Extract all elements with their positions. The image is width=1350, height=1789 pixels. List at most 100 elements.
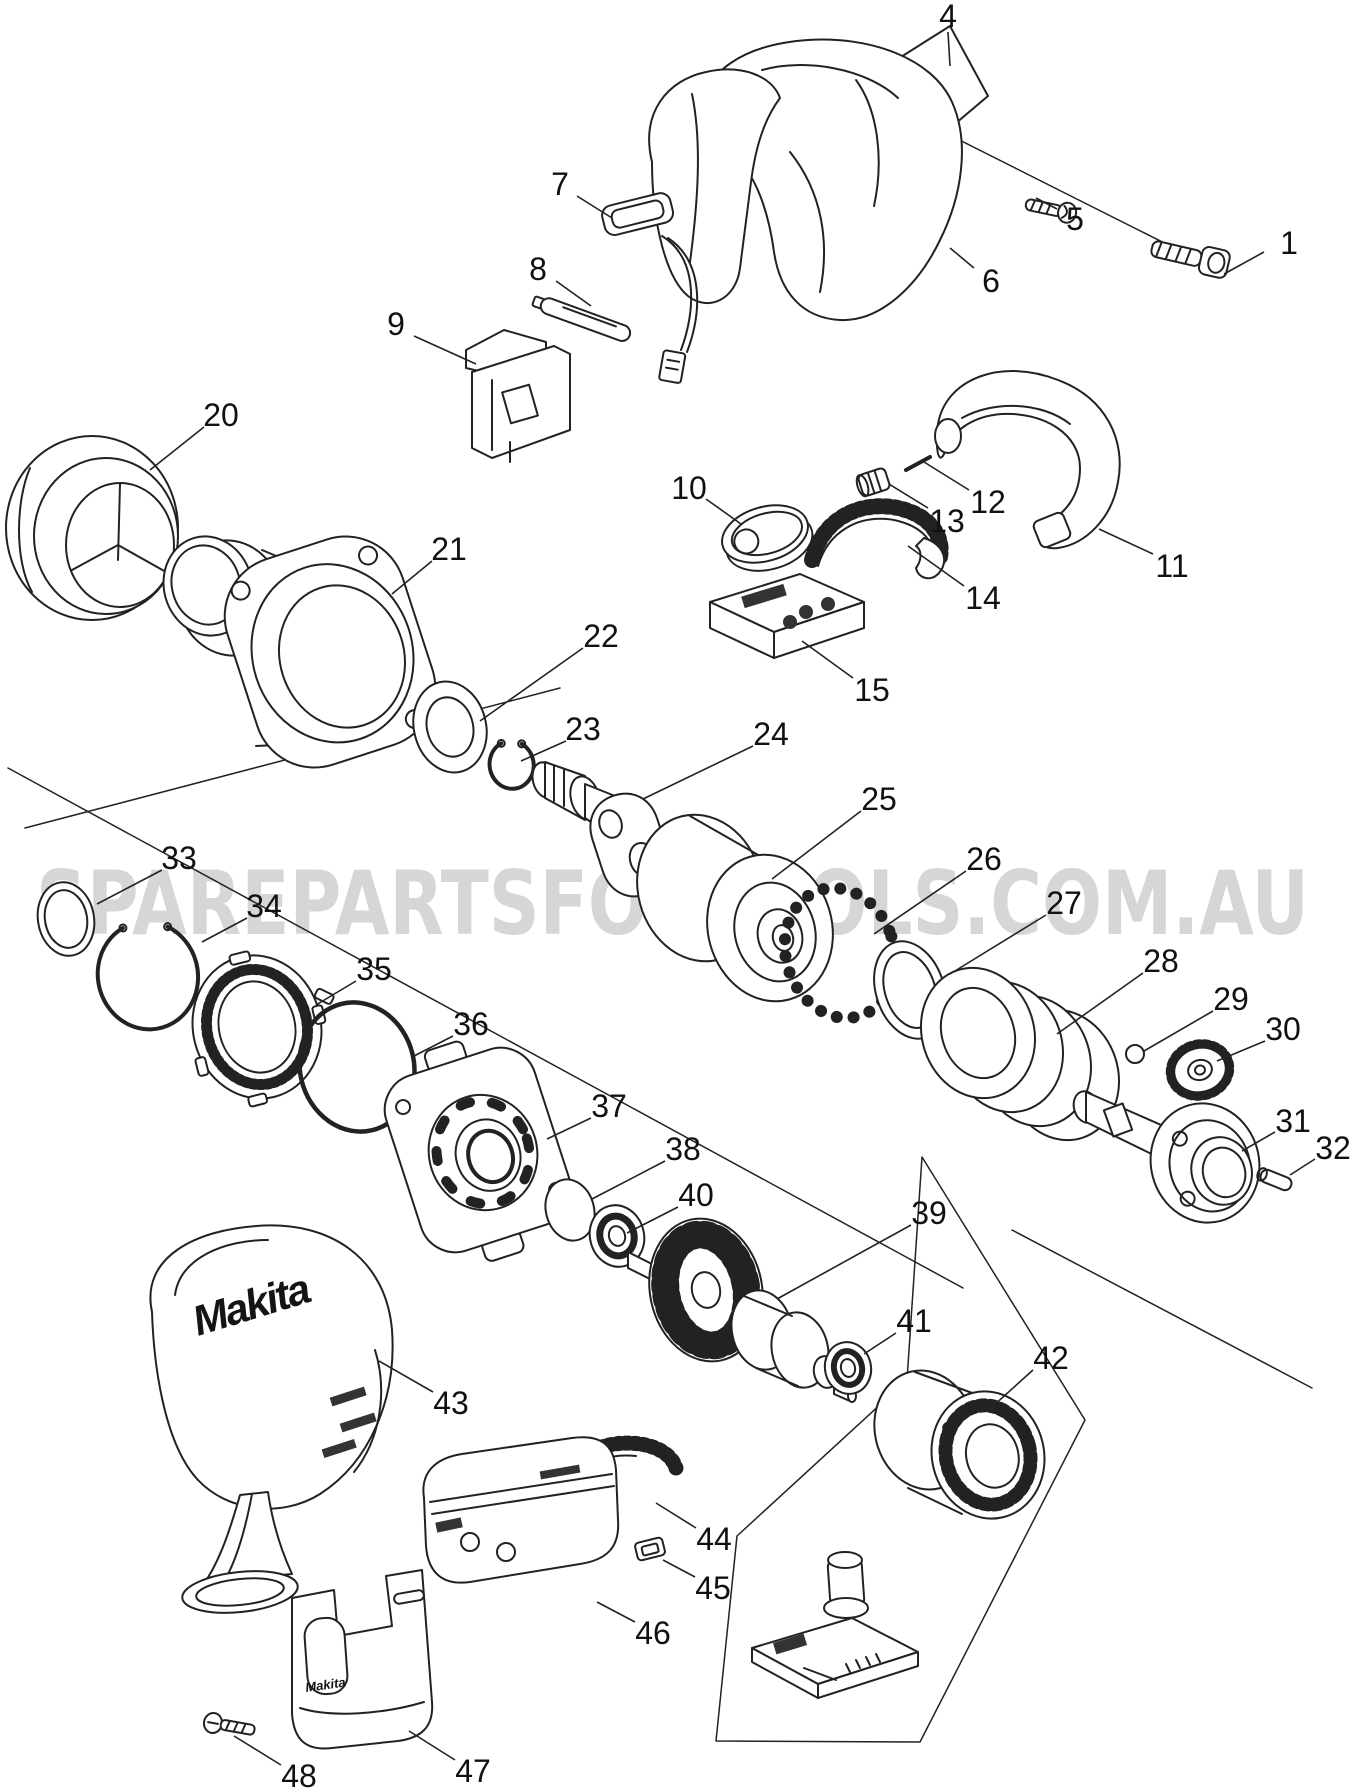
bearing-40-drawing-shape — [596, 1212, 638, 1260]
cushion-ring-drawing-shape — [915, 537, 946, 580]
ring-gear-drawing-shape — [228, 950, 252, 966]
lamp-drawing-shape — [601, 192, 675, 236]
leader-line-14 — [907, 545, 965, 587]
bearing-box-drawing-shape — [395, 1099, 412, 1116]
washer-38-drawing-shape — [544, 1178, 596, 1242]
stator-drawing-shape-shape — [964, 1423, 1020, 1489]
part-label-15: 15 — [854, 672, 890, 708]
armature-drawing-shape-shape — [690, 1271, 722, 1309]
leader-line-7 — [576, 195, 613, 219]
gear-drawing — [1165, 1039, 1235, 1101]
leader-line-9 — [413, 335, 477, 365]
screw-drawing-shape — [1029, 199, 1036, 212]
hook-drawing-shape — [291, 1569, 434, 1750]
roller-drawing-shape — [855, 474, 870, 498]
leader-line-26 — [873, 870, 967, 935]
leader-line-37 — [546, 1117, 592, 1140]
bolt-drawing-shape — [1184, 248, 1192, 264]
pin-drawing-shape — [904, 455, 932, 472]
housing-set-drawing-shape — [855, 79, 880, 207]
screw-48-drawing-shape — [219, 1719, 256, 1736]
part-label-34: 34 — [246, 888, 282, 924]
terminal-block-drawing-shape — [783, 615, 797, 629]
part-label-32: 32 — [1315, 1130, 1350, 1166]
housing-set-drawing-shape — [689, 93, 699, 263]
housing-set-drawing-shape — [761, 64, 899, 99]
leader-line-42 — [991, 1369, 1034, 1408]
gear-drawing-shape — [1173, 1046, 1227, 1094]
screw-48-drawing — [202, 1712, 256, 1736]
spindle-drawing-shape — [1102, 1102, 1134, 1138]
button-cover-drawing-shape — [730, 510, 803, 557]
part-label-25: 25 — [861, 781, 897, 817]
part-label-10: 10 — [671, 470, 707, 506]
snap-ring-23-drawing-shape — [517, 739, 527, 749]
leader-line-33 — [96, 869, 163, 905]
bolt-drawing-shape — [1165, 244, 1173, 260]
bearing-40-drawing — [588, 1204, 646, 1268]
ball-drawing — [1125, 1044, 1145, 1064]
end-cover-drawing-shape — [429, 1473, 613, 1503]
leader-line-32 — [1289, 1158, 1316, 1176]
armature-drawing-shape-shape — [651, 1220, 761, 1360]
gear-drawing-shape — [1194, 1064, 1206, 1076]
leader-line-43 — [378, 1360, 434, 1393]
slide-button-drawing-shape — [562, 306, 617, 328]
terminal-block-drawing — [709, 573, 865, 659]
stator-drawing-shape-shape — [942, 1421, 955, 1434]
slide-button-drawing — [531, 295, 632, 342]
button-cover-drawing-shape — [721, 504, 809, 564]
housing-set-drawing-shape — [789, 151, 825, 293]
part-label-27: 27 — [1046, 885, 1082, 921]
roller-drawing — [855, 467, 891, 498]
terminal-block-drawing-shape — [799, 605, 813, 619]
leader-line-1 — [1223, 251, 1265, 275]
o-ring-drawing — [297, 1000, 417, 1134]
leader-line-30 — [1216, 1040, 1266, 1062]
ball-set-drawing-shape — [778, 882, 902, 1024]
leader-line-4 — [947, 31, 951, 67]
leader-line-40 — [626, 1206, 679, 1234]
part-label-44: 44 — [696, 1521, 732, 1557]
clip-drawing-shape — [640, 1542, 660, 1557]
bolt-drawing-shape — [1155, 241, 1163, 258]
handle-cover-drawing-shape — [934, 418, 962, 454]
stator-drawing-shape-shape — [1022, 1469, 1035, 1482]
button-cover-drawing-shape — [733, 528, 760, 555]
handle-cover-drawing — [934, 370, 1121, 550]
ring-gear-drawing-shape — [194, 1056, 210, 1077]
part-label-13: 13 — [929, 503, 965, 539]
washer-22-drawing — [412, 680, 488, 774]
leader-line-34 — [201, 917, 248, 943]
hammer-drawing-shape — [689, 815, 761, 857]
armature-drawing — [627, 1217, 857, 1403]
handle-cover-drawing-shape — [961, 404, 1071, 425]
washer-38-drawing — [544, 1178, 596, 1242]
end-cover-drawing-shape — [431, 1485, 615, 1515]
motor-housing-drawing-shape — [329, 1386, 367, 1407]
motor-housing-drawing-shape — [149, 1224, 394, 1510]
part-label-28: 28 — [1143, 943, 1179, 979]
leader-line-29 — [1143, 1010, 1214, 1052]
leader-line-21 — [391, 560, 433, 595]
motor-housing-drawing-shape — [174, 1239, 269, 1296]
controller-drawing-shape — [827, 1551, 863, 1569]
motor-housing-drawing-shape — [225, 1493, 253, 1579]
motor-housing-drawing-shape — [195, 1577, 285, 1607]
housing-set-drawing-shape — [648, 68, 781, 305]
part-label-40: 40 — [678, 1177, 714, 1213]
hammer-case-drawing-shape — [170, 544, 242, 626]
armature-drawing-shape — [743, 1295, 793, 1317]
roller-drawing-shape — [866, 471, 876, 495]
clip-drawing-shape — [634, 1536, 666, 1562]
controller-drawing-shape — [865, 1656, 871, 1666]
hook-drawing-shape — [299, 1701, 425, 1715]
part-label-37: 37 — [591, 1088, 627, 1124]
bearing-box-drawing-shape — [466, 1128, 516, 1185]
part-label-21: 21 — [431, 531, 467, 567]
spindle-drawing — [1072, 1090, 1261, 1224]
axis-line-motor — [7, 767, 964, 1289]
end-cover-drawing-shape — [539, 1464, 581, 1480]
